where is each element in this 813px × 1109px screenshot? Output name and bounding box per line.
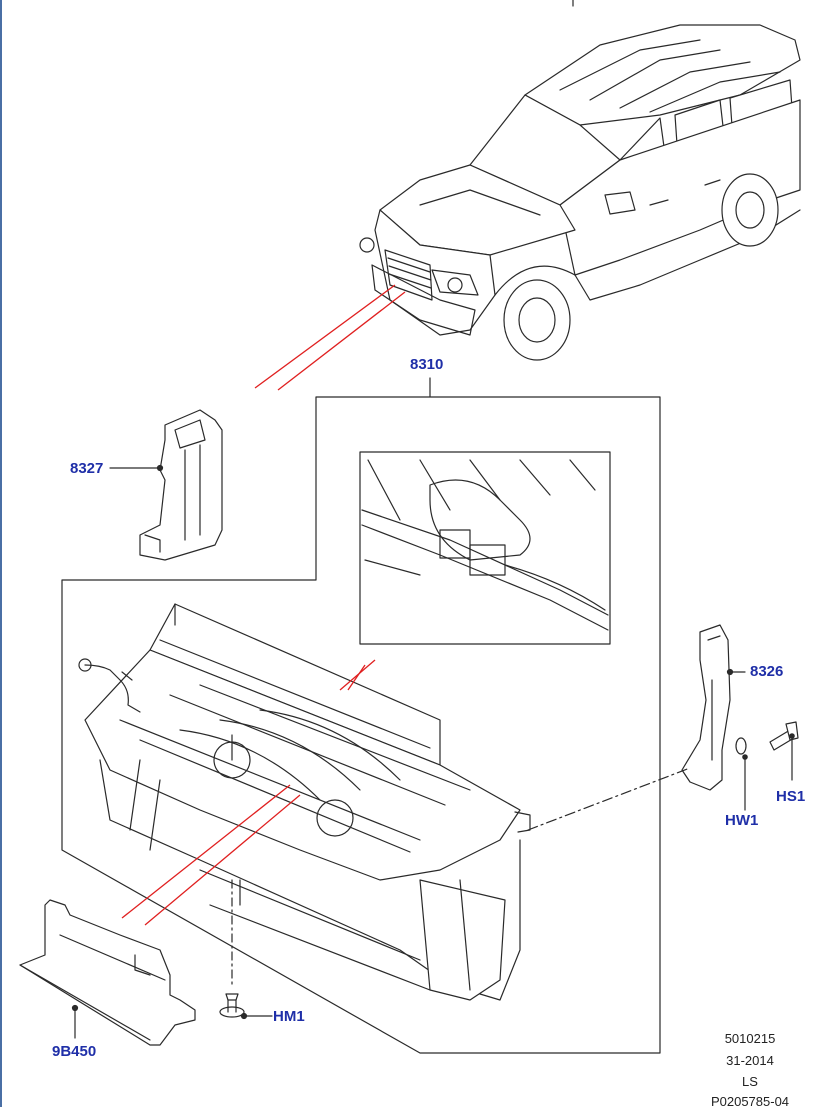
callout-8326[interactable]: 8326 xyxy=(750,663,784,680)
bolt-part xyxy=(769,721,799,781)
callout-hs1[interactable]: HS1 xyxy=(776,788,806,805)
vehicle-illustration xyxy=(359,24,801,361)
bracket-part-9b450 xyxy=(19,899,196,1046)
footer-region: LS xyxy=(742,1074,758,1089)
callout-hw1[interactable]: HW1 xyxy=(725,812,759,829)
leader-lines xyxy=(121,284,406,926)
bracket-part-8326 xyxy=(681,624,746,791)
washer-part xyxy=(735,737,748,811)
callout-8327[interactable]: 8327 xyxy=(70,460,104,477)
air-deflector-part xyxy=(78,603,531,1001)
footer-code: 5010215 xyxy=(724,1031,776,1046)
clip-part xyxy=(219,879,273,1020)
footer-date: 31-2014 xyxy=(726,1053,774,1068)
callout-hm1[interactable]: HM1 xyxy=(273,1008,305,1025)
bracket-part-8327 xyxy=(109,409,223,561)
callout-9b450[interactable]: 9B450 xyxy=(52,1043,97,1060)
callout-8310[interactable]: 8310 xyxy=(410,356,444,373)
left-edge-border xyxy=(0,0,2,1107)
assembly-frame xyxy=(61,377,661,1054)
footer-reference: P0205785-04 xyxy=(710,1094,790,1109)
connector-detail xyxy=(359,451,611,645)
